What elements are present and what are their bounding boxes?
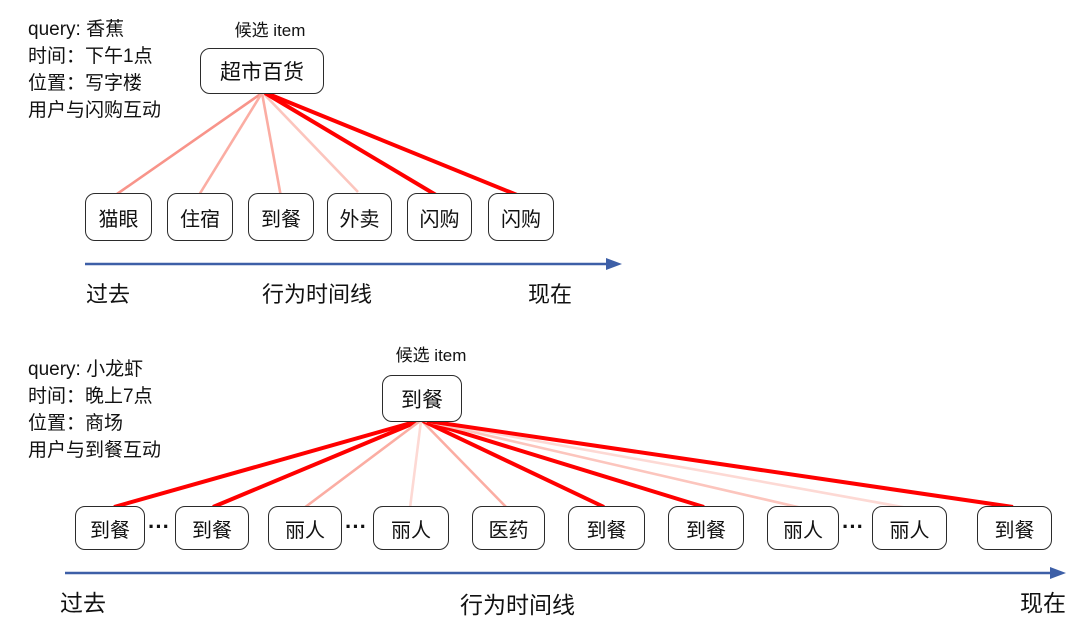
context-line: 用户与闪购互动 bbox=[28, 100, 162, 121]
behavior-box: 猫眼 bbox=[85, 193, 152, 241]
candidate-item-label: 候选 item bbox=[234, 21, 306, 40]
context-line: 时间：下午1点 bbox=[28, 46, 153, 67]
behavior-box: 到餐 bbox=[668, 506, 744, 550]
behavior-box: 到餐 bbox=[568, 506, 645, 550]
behavior-box: 闪购 bbox=[488, 193, 554, 241]
behavior-box: 丽人 bbox=[268, 506, 342, 550]
attention-line bbox=[422, 419, 605, 509]
candidate-item-label: 候选 item bbox=[395, 346, 467, 365]
attention-line bbox=[421, 420, 508, 509]
behavior-box: 闪购 bbox=[407, 193, 472, 241]
ellipsis-dots: ··· bbox=[842, 514, 864, 539]
attention-line bbox=[424, 419, 803, 510]
context-line: 位置：写字楼 bbox=[28, 73, 143, 94]
behavior-box: 到餐 bbox=[977, 506, 1052, 550]
attention-line bbox=[303, 419, 421, 510]
ellipsis-dots: ··· bbox=[148, 514, 170, 539]
ellipsis-dots: ··· bbox=[345, 514, 367, 539]
candidate-item-box: 超市百货 bbox=[200, 48, 324, 94]
behavior-box: 丽人 bbox=[872, 506, 947, 550]
attention-line bbox=[262, 92, 359, 193]
context-line: query: 小龙虾 bbox=[28, 359, 144, 380]
behavior-box: 丽人 bbox=[767, 506, 839, 550]
context-line: query: 香蕉 bbox=[28, 19, 125, 40]
candidate-item-box: 到餐 bbox=[382, 375, 462, 422]
behavior-box: 住宿 bbox=[167, 193, 233, 241]
behavior-box: 到餐 bbox=[175, 506, 249, 550]
attention-line bbox=[260, 92, 283, 198]
context-line: 用户与到餐互动 bbox=[28, 440, 162, 461]
attention-line bbox=[116, 91, 263, 196]
bottom-context-block: query: 小龙虾 时间：晚上7点 位置：商场 用户与到餐互动 bbox=[28, 356, 161, 464]
timeline-axis-label: 行为时间线 bbox=[460, 592, 575, 618]
attention-line bbox=[425, 419, 909, 510]
attention-line bbox=[423, 419, 705, 509]
context-line: 位置：商场 bbox=[28, 413, 124, 434]
attention-line bbox=[197, 92, 264, 196]
behavior-box: 医药 bbox=[472, 506, 545, 550]
timeline-now-label: 现在 bbox=[1020, 590, 1066, 616]
attention-line bbox=[265, 91, 518, 197]
attention-line bbox=[212, 419, 420, 509]
timeline-now-label: 现在 bbox=[528, 282, 573, 307]
attention-line bbox=[408, 420, 423, 509]
behavior-box: 外卖 bbox=[327, 193, 392, 241]
attention-line bbox=[113, 419, 419, 509]
attention-line bbox=[263, 91, 438, 197]
context-line: 时间：晚上7点 bbox=[28, 386, 153, 407]
timeline-arrowhead bbox=[1050, 567, 1066, 579]
timeline-arrowhead bbox=[606, 258, 622, 270]
timeline-axis-label: 行为时间线 bbox=[262, 282, 373, 307]
behavior-box: 丽人 bbox=[373, 506, 449, 550]
attention-line bbox=[426, 419, 1014, 509]
top-context-block: query: 香蕉 时间：下午1点 位置：写字楼 用户与闪购互动 bbox=[28, 16, 161, 124]
behavior-box: 到餐 bbox=[75, 506, 145, 550]
behavior-box: 到餐 bbox=[248, 193, 314, 241]
timeline-past-label: 过去 bbox=[60, 590, 106, 616]
timeline-past-label: 过去 bbox=[86, 282, 131, 307]
